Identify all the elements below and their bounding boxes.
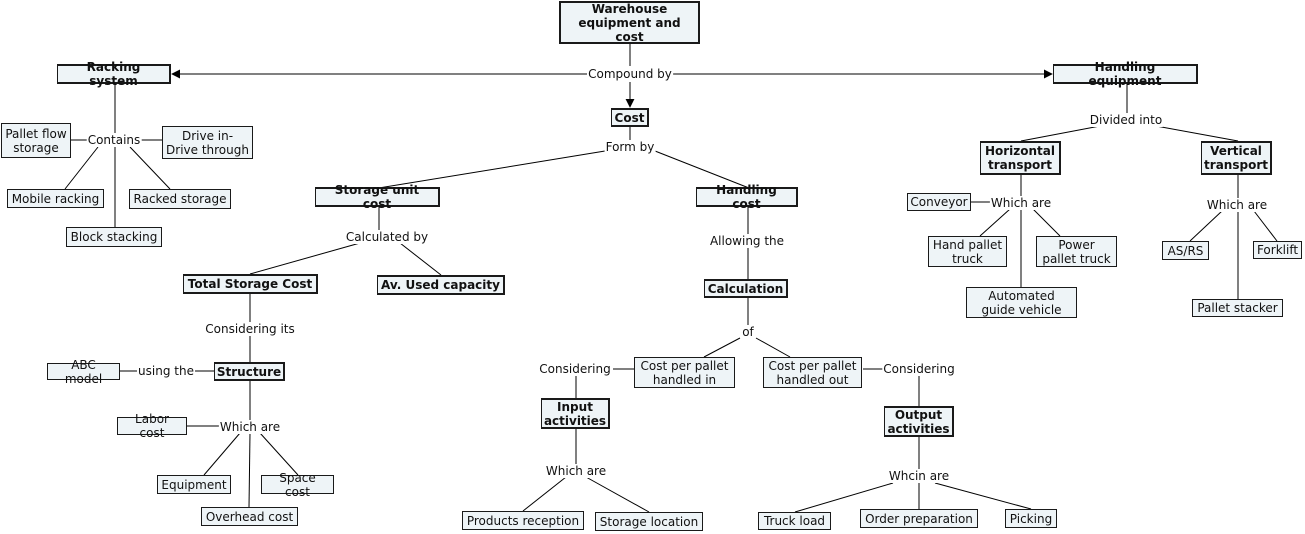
concept-labor-cost: Labor cost	[117, 412, 187, 440]
link-whcin-are-output: Whcin are	[887, 469, 951, 483]
concept-cost: Cost	[611, 108, 649, 127]
concept-automated-guide-vehicle: Automated guide vehicle	[966, 287, 1077, 318]
concept-block-stacking: Block stacking	[66, 227, 162, 247]
link-compound-by: Compound by	[587, 67, 673, 81]
concept-order-preparation: Order preparation	[860, 509, 978, 528]
concept-abc-model: ABC model	[47, 358, 120, 386]
concept-input-activities: Input activities	[541, 398, 610, 429]
concept-output-activities: Output activities	[884, 406, 954, 437]
concept-products-reception: Products reception	[462, 511, 584, 530]
concept-drive-in-drive-through: Drive in-Drive through	[162, 126, 253, 159]
concept-pallet-flow-storage: Pallet flow storage	[1, 123, 71, 158]
concept-equipment: Equipment	[157, 475, 231, 494]
concept-total-storage-cost: Total Storage Cost	[183, 274, 318, 294]
concept-power-pallet-truck: Power pallet truck	[1036, 236, 1117, 267]
concept-picking: Picking	[1005, 509, 1057, 528]
concept-calculation: Calculation	[704, 279, 788, 298]
concept-forklift: Forklift	[1253, 241, 1302, 259]
link-of: of	[741, 325, 755, 339]
concept-racked-storage: Racked storage	[129, 189, 231, 209]
concept-pallet-stacker: Pallet stacker	[1192, 299, 1283, 317]
concept-cost-per-pallet-handled-out: Cost per pallet handled out	[763, 357, 862, 388]
link-considering-its: Considering its	[204, 322, 296, 336]
link-considering-output: Considering	[882, 362, 956, 376]
concept-storage-unit-cost: Storage unit cost	[315, 183, 440, 211]
link-calculated-by: Calculated by	[344, 230, 430, 244]
concept-cost-per-pallet-handled-in: Cost per pallet handled in	[634, 357, 735, 388]
link-which-are-input: Which are	[544, 464, 608, 478]
link-allowing-the: Allowing the	[708, 234, 786, 248]
concept-horizontal-transport: Horizontal transport	[980, 141, 1061, 175]
concept-handling-cost: Handling cost	[696, 183, 798, 211]
link-form-by: Form by	[604, 140, 656, 154]
concept-truck-load: Truck load	[758, 512, 831, 530]
link-divided-into: Divided into	[1088, 113, 1164, 127]
concept-mobile-racking: Mobile racking	[7, 189, 104, 208]
concept-space-cost: Space cost	[261, 471, 334, 499]
link-which-are-structure: Which are	[218, 420, 282, 434]
link-contains: Contains	[86, 133, 142, 147]
concept-racking-system: Racking system	[57, 60, 171, 88]
concept-overhead-cost: Overhead cost	[201, 507, 298, 526]
concept-conveyor: Conveyor	[907, 193, 971, 211]
concept-handling-equipment: Handling equipment	[1053, 60, 1198, 88]
link-using-the: using the	[137, 364, 195, 378]
concept-warehouse-equipment-and-cost: Warehouse equipment and cost	[559, 1, 700, 44]
concept-vertical-transport: Vertical transport	[1201, 141, 1272, 175]
concept-structure: Structure	[214, 362, 285, 381]
concept-av-used-capacity: Av. Used capacity	[377, 275, 505, 295]
link-which-are-vertical: Which are	[1205, 198, 1269, 212]
concept-hand-pallet-truck: Hand pallet truck	[928, 236, 1007, 267]
concept-storage-location: Storage location	[595, 512, 703, 531]
link-considering-input: Considering	[538, 362, 612, 376]
concept-as-rs: AS/RS	[1162, 241, 1209, 260]
link-which-are-horizontal: Which are	[989, 196, 1053, 210]
